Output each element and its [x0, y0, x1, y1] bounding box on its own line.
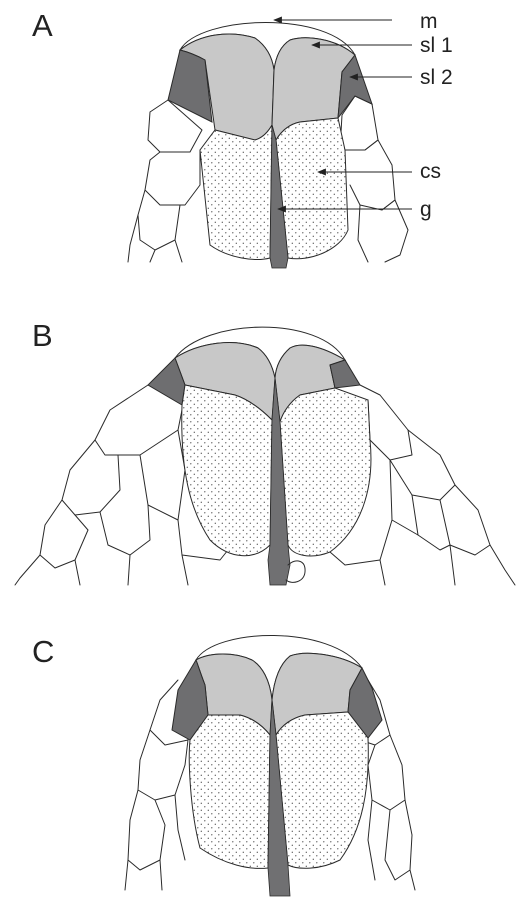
- lateral-scales-left-a: [128, 100, 202, 262]
- label-m: m: [420, 10, 438, 33]
- chin-shield-left-a: [200, 125, 272, 259]
- panel-c: C: [32, 634, 415, 896]
- label-sl1: sl 1: [420, 34, 453, 57]
- panel-label-c: C: [32, 634, 54, 669]
- sublabial-2-right-b: [330, 360, 360, 388]
- lateral-scales-right-a: [340, 96, 408, 262]
- chin-shield-right-b: [280, 388, 371, 556]
- label-g: g: [420, 198, 432, 221]
- panel-label-b: B: [32, 318, 53, 353]
- panel-a: A: [32, 8, 408, 268]
- panel-b: B: [15, 318, 515, 585]
- panel-label-a: A: [32, 8, 53, 43]
- chin-shield-right-c: [276, 712, 368, 868]
- chin-shield-left-b: [182, 385, 272, 556]
- sublabial-2-left-a: [168, 50, 212, 122]
- chin-shield-right-a: [276, 118, 348, 259]
- label-cs: cs: [420, 160, 441, 183]
- label-sl2: sl 2: [420, 66, 453, 89]
- chin-shield-left-c: [189, 715, 270, 868]
